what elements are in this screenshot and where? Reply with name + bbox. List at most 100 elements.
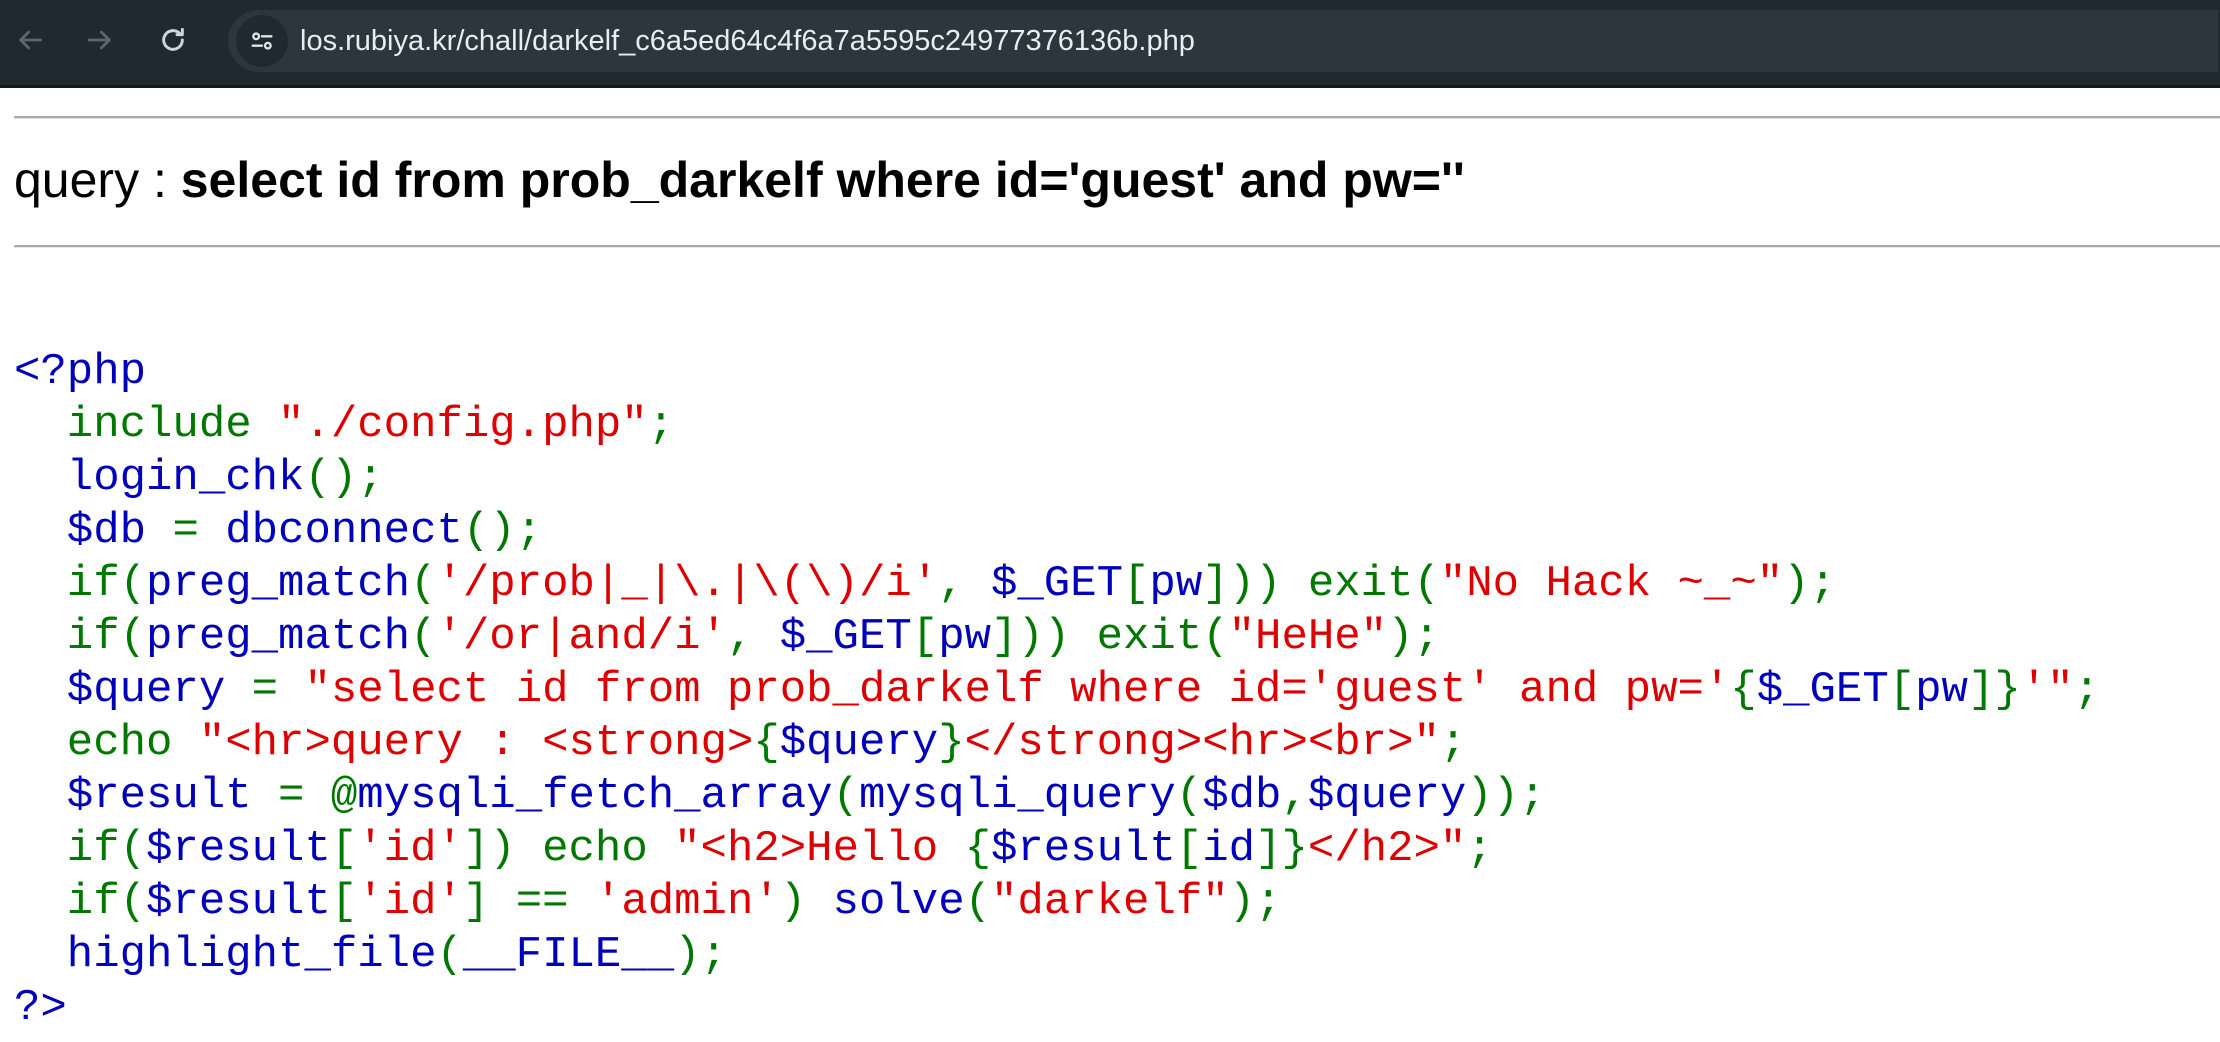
code-line: highlight_file(__FILE__); xyxy=(14,929,2100,982)
arrow-right-icon xyxy=(88,30,111,50)
code-line: $result = @mysqli_fetch_array(mysqli_que… xyxy=(14,770,2100,823)
code-token: { xyxy=(1730,665,1757,715)
code-token: $db xyxy=(14,506,173,556)
code-token: ]} xyxy=(1967,665,2021,715)
code-token: ) xyxy=(779,877,833,927)
code-token: ]) echo xyxy=(462,824,675,874)
code-token: login_chk xyxy=(14,453,305,503)
back-button[interactable] xyxy=(2,12,58,68)
code-token: pw xyxy=(938,612,991,662)
code-token: highlight_file xyxy=(14,930,437,980)
code-token: ( xyxy=(832,771,859,821)
code-token: [ xyxy=(330,824,358,874)
browser-toolbar: los.rubiya.kr/chall/darkelf_c6a5ed64c4f6… xyxy=(0,0,2220,88)
code-token: mysqli_query xyxy=(858,771,1176,821)
code-line: <?php xyxy=(14,346,2100,399)
code-token: "HeHe" xyxy=(1228,612,1388,662)
code-token: ])) exit( xyxy=(1202,559,1440,609)
horizontal-rule xyxy=(14,116,2220,119)
code-token: [ xyxy=(1123,559,1150,609)
code-token: $result xyxy=(991,824,1176,874)
code-token: "select id from prob_darkelf where id='g… xyxy=(304,665,1731,715)
code-token: ( xyxy=(436,930,463,980)
code-line: ?> xyxy=(14,982,2100,1035)
code-token: solve xyxy=(832,877,965,927)
code-token: } xyxy=(938,718,965,768)
code-token: ); xyxy=(1228,877,1282,927)
code-token: $_GET xyxy=(990,559,1124,609)
code-token: = @ xyxy=(278,771,358,821)
code-token: <?php xyxy=(14,347,147,397)
code-token: ( xyxy=(964,877,992,927)
code-token: , xyxy=(1281,771,1308,821)
code-token: ]} xyxy=(1255,824,1308,874)
code-token: { xyxy=(964,824,991,874)
code-token: $query xyxy=(779,718,939,768)
code-token: ); xyxy=(1783,559,1836,609)
reload-button[interactable] xyxy=(145,12,201,68)
code-token: (); xyxy=(462,506,543,556)
code-token: </h2>" xyxy=(1307,824,1467,874)
code-token: $query xyxy=(1307,771,1467,821)
code-token: dbconnect xyxy=(225,506,463,556)
site-info-button[interactable] xyxy=(236,15,288,67)
code-token: ( xyxy=(410,612,437,662)
query-line: query : select id from prob_darkelf wher… xyxy=(14,152,1465,208)
code-token: "darkelf" xyxy=(991,877,1229,927)
url-text[interactable]: los.rubiya.kr/chall/darkelf_c6a5ed64c4f6… xyxy=(300,25,1195,57)
code-token: ); xyxy=(674,930,727,980)
code-token: $result xyxy=(146,877,331,927)
page-content: query : select id from prob_darkelf wher… xyxy=(0,88,2220,1042)
code-token: id xyxy=(1202,824,1256,874)
horizontal-rule xyxy=(14,245,2220,248)
address-bar[interactable]: los.rubiya.kr/chall/darkelf_c6a5ed64c4f6… xyxy=(228,10,2218,72)
forward-button[interactable] xyxy=(72,12,128,68)
code-line: $query = "select id from prob_darkelf wh… xyxy=(14,664,2100,717)
php-source-code: <?php include "./config.php"; login_chk (… xyxy=(14,346,2100,1035)
code-token: "No Hack ~_~" xyxy=(1439,559,1784,609)
code-token: ])) exit( xyxy=(991,612,1229,662)
code-token: [ xyxy=(1175,824,1203,874)
code-token: $_GET xyxy=(779,612,912,662)
reload-icon xyxy=(162,27,184,51)
code-token: ; xyxy=(1466,824,1493,874)
code-line: $db = dbconnect(); xyxy=(14,505,2100,558)
code-token: $query xyxy=(14,665,252,715)
code-token: )); xyxy=(1466,771,1546,821)
code-token: , xyxy=(726,612,780,662)
code-line: include "./config.php"; xyxy=(14,399,2100,452)
code-token: "<h2>Hello xyxy=(674,824,965,874)
code-token: "./config.php" xyxy=(278,400,648,450)
code-token: [ xyxy=(330,877,358,927)
code-token: pw xyxy=(1915,665,1968,715)
code-token: ; xyxy=(647,400,675,450)
tune-icon xyxy=(251,32,273,50)
code-token: { xyxy=(753,718,780,768)
code-token: [ xyxy=(911,612,939,662)
code-token: ; xyxy=(2073,665,2100,715)
code-token: if( xyxy=(14,612,147,662)
code-token: include xyxy=(14,400,279,450)
code-token: 'admin' xyxy=(594,877,780,927)
code-token: [ xyxy=(1888,665,1916,715)
query-label: query : xyxy=(14,152,181,208)
code-token: '/or|and/i' xyxy=(436,612,727,662)
code-token: ( xyxy=(1175,771,1203,821)
code-token: '/prob|_|\.|\(\)/i' xyxy=(436,559,939,609)
code-line: if($result['id'] == 'admin') solve("dark… xyxy=(14,876,2100,929)
code-line: echo "<hr>query : <strong>{$query}</stro… xyxy=(14,717,2100,770)
code-token: if( xyxy=(14,824,147,874)
code-token: = xyxy=(251,665,305,715)
code-token: ?> xyxy=(14,983,67,1033)
code-token: </strong><hr><br>" xyxy=(964,718,1440,768)
code-token: ] == xyxy=(462,877,595,927)
code-token: $result xyxy=(146,824,331,874)
code-token: 'id' xyxy=(357,877,463,927)
code-line: if(preg_match('/prob|_|\.|\(\)/i', $_GET… xyxy=(14,558,2100,611)
code-token: if( xyxy=(14,877,147,927)
code-token: preg_match xyxy=(146,559,411,609)
code-token: ); xyxy=(1387,612,1440,662)
code-token: $_GET xyxy=(1756,665,1889,715)
query-sql: select id from prob_darkelf where id='gu… xyxy=(180,152,1465,208)
code-token: = xyxy=(172,506,226,556)
